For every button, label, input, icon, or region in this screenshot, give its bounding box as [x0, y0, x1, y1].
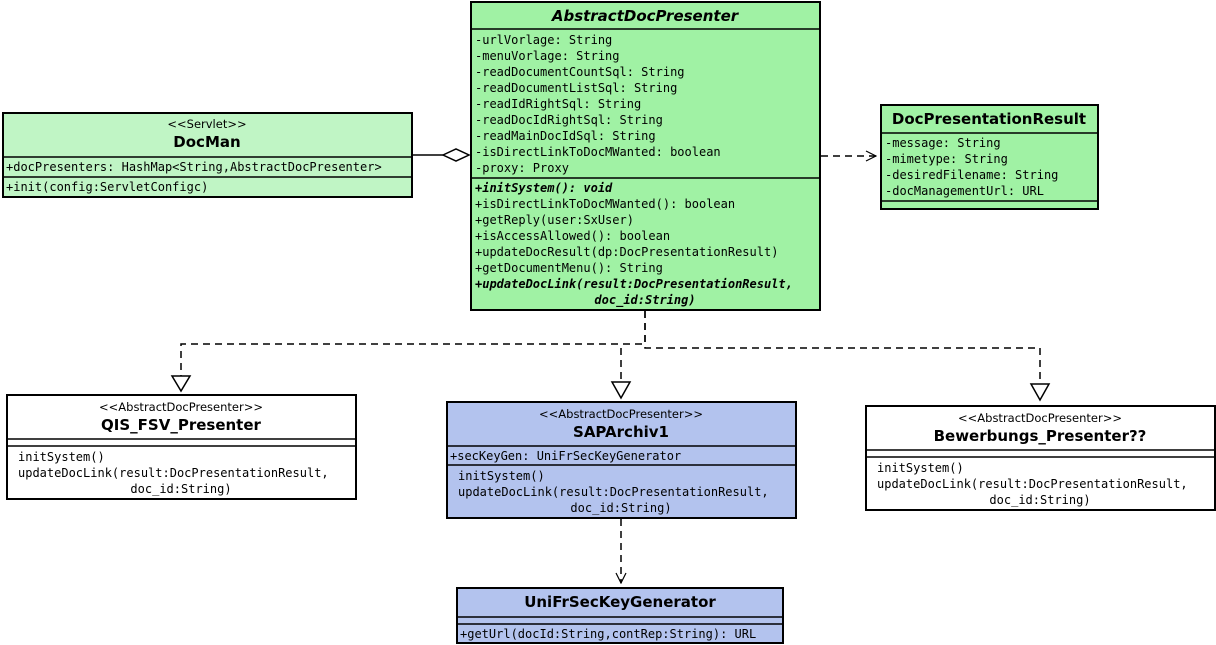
class-attribute: +docPresenters: HashMap<String,AbstractD… — [6, 160, 382, 174]
class-attribute: +secKeyGen: UniFrSecKeyGenerator — [450, 449, 681, 463]
class-operation-abstract: +updateDocLink(result:DocPresentationRes… — [475, 277, 793, 291]
class-operation-abstract: doc_id:String) — [594, 293, 695, 308]
class-operation: initSystem() — [877, 461, 964, 475]
class-name: DocPresentationResult — [892, 110, 1086, 128]
realization-triangle-icon — [610, 381, 632, 400]
class-abstract-doc-presenter[interactable]: AbstractDocPresenter -urlVorlage: String… — [470, 1, 821, 311]
class-attribute: -readIdRightSql: String — [475, 97, 641, 111]
class-saparchiv1[interactable]: <<AbstractDocPresenter>> SAPArchiv1 +sec… — [446, 401, 797, 519]
class-name: UniFrSecKeyGenerator — [524, 593, 716, 611]
class-operation: +init(config:ServletConfigc) — [6, 180, 208, 194]
class-stereotype: <<Servlet>> — [167, 117, 246, 131]
realization-links — [170, 311, 1051, 402]
class-attribute: -message: String — [885, 136, 1001, 150]
class-operation: initSystem() — [458, 469, 545, 483]
class-operation-abstract: +initSystem(): void — [475, 181, 613, 195]
class-attribute: -urlVorlage: String — [475, 33, 612, 47]
class-attribute: -menuVorlage: String — [475, 49, 620, 63]
class-attribute: -docManagementUrl: URL — [885, 184, 1044, 198]
class-qis-fsv-presenter[interactable]: <<AbstractDocPresenter>> QIS_FSV_Present… — [6, 394, 357, 500]
class-operation: updateDocLink(result:DocPresentationResu… — [458, 485, 769, 499]
class-operation: doc_id:String) — [570, 501, 671, 515]
class-attribute: -isDirectLinkToDocMWanted: boolean — [475, 145, 721, 159]
class-attribute: -readDocumentCountSql: String — [475, 65, 685, 79]
class-docman[interactable]: <<Servlet>> DocMan +docPresenters: HashM… — [2, 112, 413, 198]
class-operation: updateDocLink(result:DocPresentationResu… — [877, 477, 1188, 491]
class-operation: +getDocumentMenu(): String — [475, 261, 663, 275]
class-attribute: -readDocIdRightSql: String — [475, 113, 663, 127]
class-stereotype: <<AbstractDocPresenter>> — [99, 400, 263, 414]
class-name: SAPArchiv1 — [573, 423, 669, 441]
class-operation: doc_id:String) — [130, 482, 231, 496]
class-operation: +getReply(user:SxUser) — [475, 213, 634, 227]
aggregation-diamond-icon — [441, 148, 471, 162]
class-operation: +isDirectLinkToDocMWanted(): boolean — [475, 197, 735, 211]
class-name: DocMan — [173, 133, 240, 151]
aggregation-docman-abstractdocpresenter — [412, 148, 471, 162]
class-stereotype: <<AbstractDocPresenter>> — [539, 407, 703, 421]
class-operation: initSystem() — [18, 450, 105, 464]
class-operation: updateDocLink(result:DocPresentationResu… — [18, 466, 329, 480]
class-attribute: -desiredFilename: String — [885, 168, 1058, 182]
realization-triangle-icon — [170, 375, 192, 393]
class-unifr-sec-key-generator[interactable]: UniFrSecKeyGenerator +getUrl(docId:Strin… — [456, 587, 784, 644]
class-name: AbstractDocPresenter — [551, 7, 740, 25]
class-operation: doc_id:String) — [989, 493, 1090, 507]
class-name: Bewerbungs_Presenter?? — [934, 427, 1147, 445]
class-attribute: -mimetype: String — [885, 152, 1008, 166]
class-attribute: -readMainDocIdSql: String — [475, 129, 656, 143]
class-operation: +getUrl(docId:String,contRep:String): UR… — [460, 627, 756, 641]
class-bewerbungs-presenter[interactable]: <<AbstractDocPresenter>> Bewerbungs_Pres… — [865, 405, 1216, 511]
class-name: QIS_FSV_Presenter — [101, 416, 261, 434]
realization-triangle-icon — [1029, 383, 1051, 402]
class-operation: +updateDocResult(dp:DocPresentationResul… — [475, 245, 778, 259]
class-attribute: -readDocumentListSql: String — [475, 81, 677, 95]
class-doc-presentation-result[interactable]: DocPresentationResult -message: String -… — [880, 104, 1099, 210]
class-stereotype: <<AbstractDocPresenter>> — [958, 411, 1122, 425]
class-operation: +isAccessAllowed(): boolean — [475, 229, 670, 243]
class-attribute: -proxy: Proxy — [475, 161, 569, 175]
